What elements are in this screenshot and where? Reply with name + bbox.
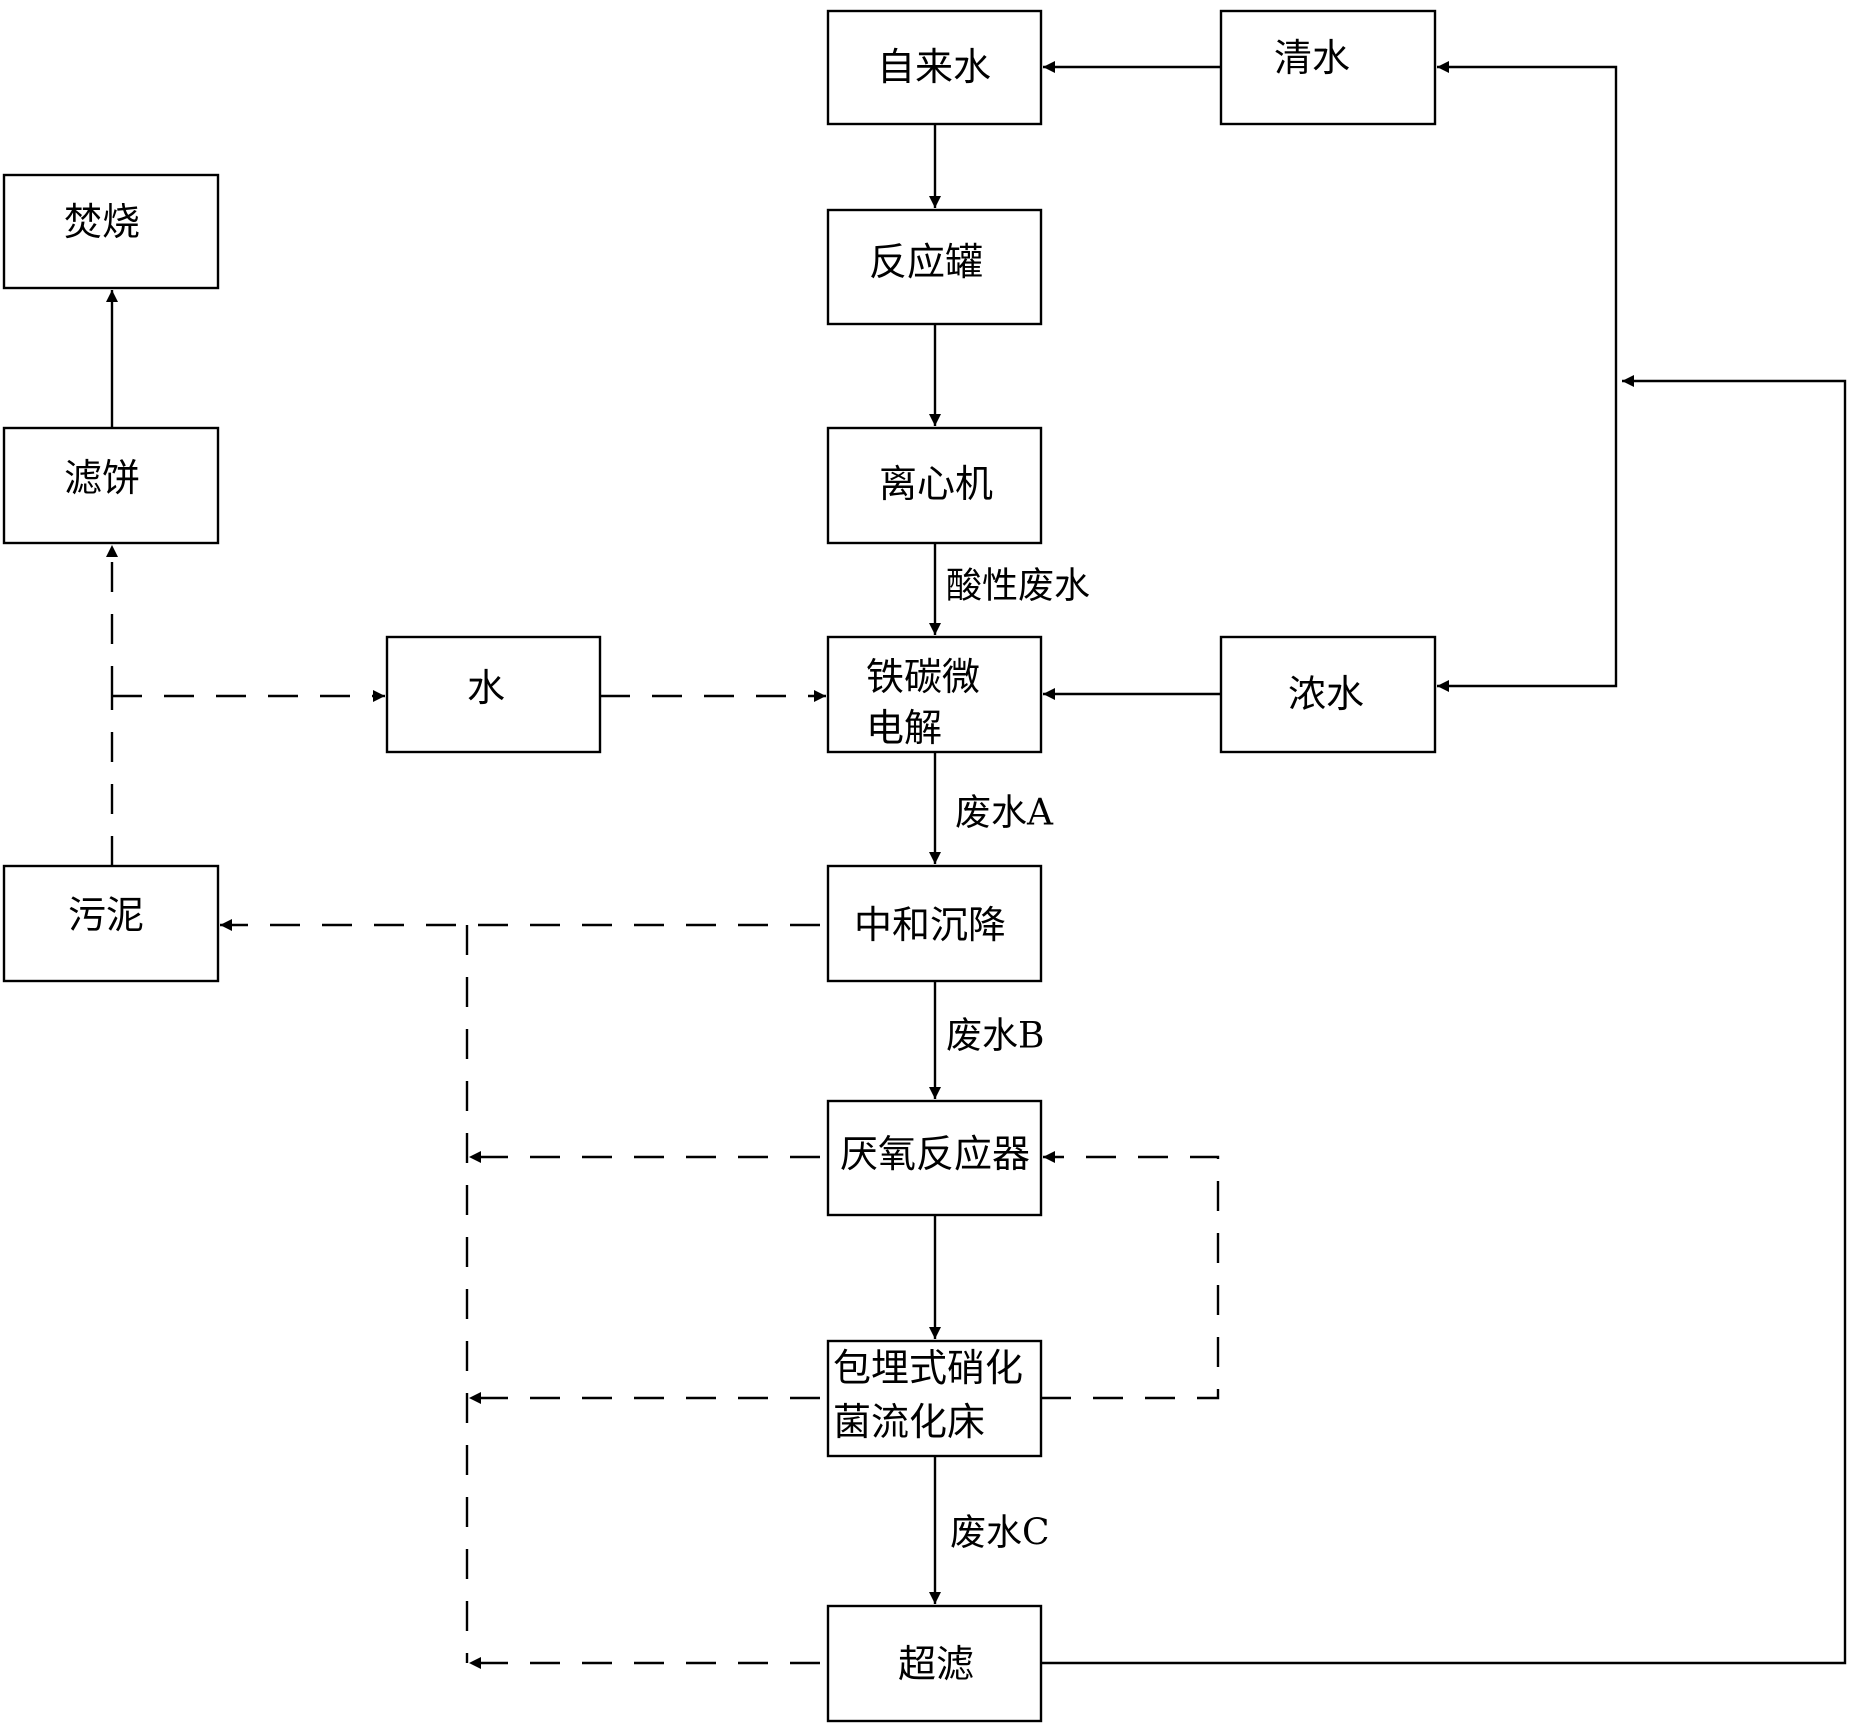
edge-label-wastewater-a: 废水A	[955, 793, 1054, 834]
node-anaerobic-reactor: 厌氧反应器	[826, 1099, 1043, 1217]
node-reaction-tank-label: 反应罐	[869, 240, 983, 284]
node-tap-water-label: 自来水	[877, 45, 991, 89]
node-ultrafiltration-label: 超滤	[898, 1642, 974, 1686]
node-water-label: 水	[467, 666, 505, 710]
node-neutralization-settling: 中和沉降	[826, 864, 1043, 983]
edge-label-wastewater-c: 废水C	[950, 1513, 1050, 1554]
node-neutralization-label: 中和沉降	[854, 903, 1006, 947]
node-anaerobic-label: 厌氧反应器	[840, 1132, 1030, 1176]
node-ultrafiltration: 超滤	[826, 1604, 1043, 1723]
edge-label-acidic-wastewater: 酸性废水	[946, 566, 1090, 607]
node-fluidized-bed-label-line2: 菌流化床	[833, 1400, 985, 1444]
line-ultrafiltration-return	[1041, 375, 1847, 1665]
node-sludge: 污泥	[2, 864, 220, 983]
node-fluidized-bed-label-line1: 包埋式硝化	[833, 1346, 1023, 1390]
node-incineration-label: 焚烧	[64, 200, 140, 244]
node-water: 水	[385, 635, 602, 754]
node-incineration: 焚烧	[2, 173, 220, 290]
node-sludge-label: 污泥	[68, 893, 144, 937]
node-clear-water-label: 清水	[1274, 36, 1350, 80]
edge-label-wastewater-b: 废水B	[946, 1016, 1044, 1057]
node-filter-cake: 滤饼	[2, 426, 220, 545]
node-tap-water: 自来水	[826, 9, 1043, 126]
node-fluidized-bed: 包埋式硝化 菌流化床	[826, 1339, 1043, 1458]
dashed-recycle-to-anaerobic	[1041, 1151, 1220, 1400]
node-iron-carbon-label-line2: 电解	[866, 706, 942, 750]
node-filter-cake-label: 滤饼	[64, 456, 140, 500]
node-iron-carbon-electrolysis: 铁碳微 电解	[826, 635, 1043, 754]
node-clear-water: 清水	[1219, 9, 1437, 126]
node-reaction-tank: 反应罐	[826, 208, 1043, 326]
node-iron-carbon-label-line1: 铁碳微	[866, 655, 980, 699]
node-centrifuge-label: 离心机	[879, 462, 993, 506]
arrow-split-to-clear-water	[1437, 61, 1618, 381]
arrow-split-to-concentrate	[1437, 381, 1618, 692]
node-centrifuge: 离心机	[826, 426, 1043, 545]
node-concentrate: 浓水	[1219, 635, 1437, 754]
node-concentrate-label: 浓水	[1288, 672, 1364, 716]
